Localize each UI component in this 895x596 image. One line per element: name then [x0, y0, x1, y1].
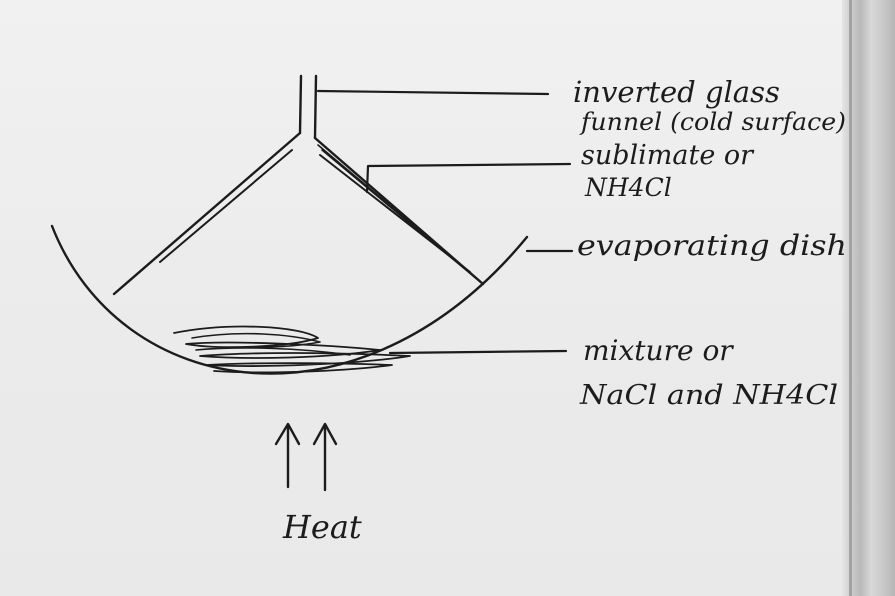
funnel-cone-left-inner — [159, 149, 293, 263]
label-sublimate: sublimate or — [581, 140, 755, 171]
label-funnel-cold-surface: funnel (cold surface) — [579, 108, 846, 136]
mixture-scribble — [173, 325, 411, 374]
label-nh4cl: NH4Cl — [584, 173, 672, 202]
label-nacl-and-nh4cl: NaCl and NH4Cl — [579, 380, 838, 411]
label-inverted-glass: inverted glass — [573, 75, 780, 109]
label-mixture: mixture or — [583, 334, 734, 367]
up-arrow-icon — [312, 422, 338, 492]
mixture-pointer-line — [388, 349, 568, 355]
label-evaporating-dish: evaporating dish — [577, 229, 847, 262]
sublimate-pointer-line — [365, 162, 572, 194]
funnel-pointer-line — [316, 89, 550, 96]
label-heat: Heat — [282, 508, 362, 546]
funnel-cone-left — [112, 131, 302, 296]
sublimate-deposit — [317, 144, 479, 281]
funnel-stem-left — [298, 74, 303, 135]
up-arrow-icon — [274, 422, 301, 489]
funnel-stem-right — [313, 74, 318, 140]
board-frame-line — [849, 0, 852, 596]
